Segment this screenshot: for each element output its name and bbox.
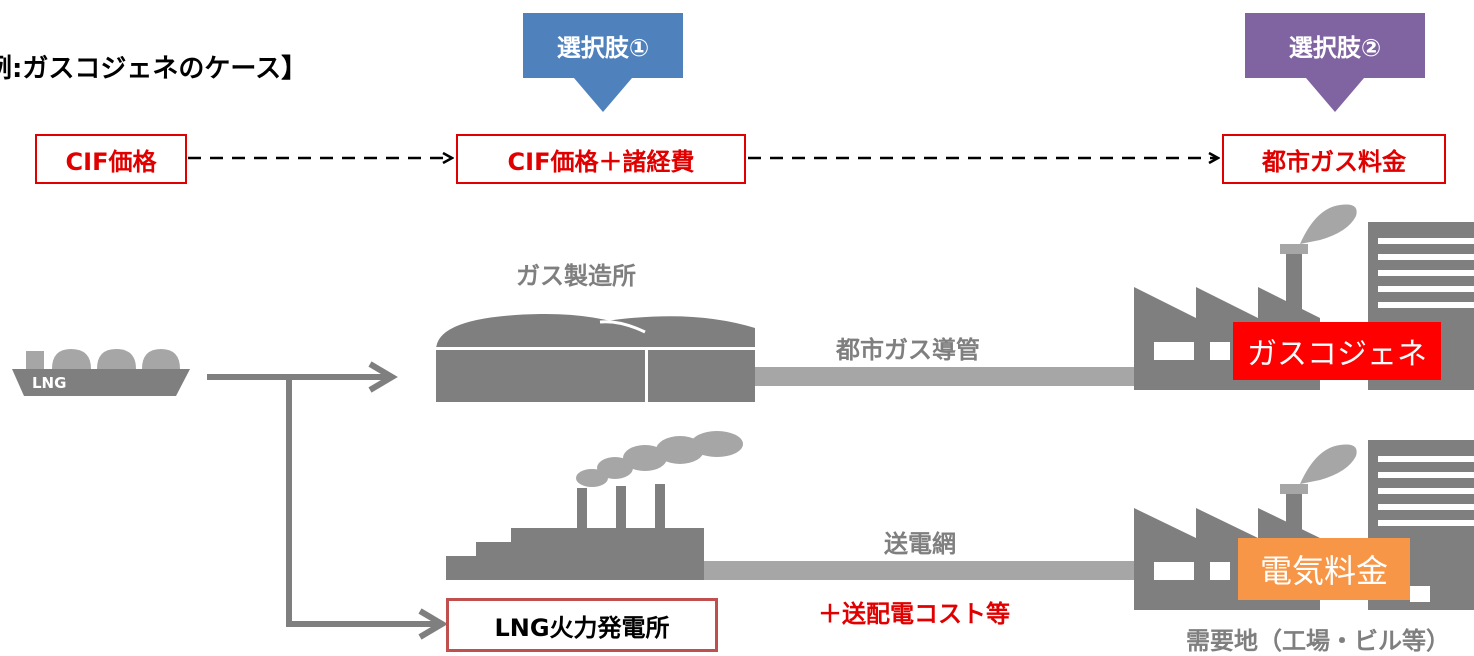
electricity-rate-label: 電気料金 xyxy=(1259,552,1388,590)
choice-1-arrow-icon xyxy=(574,78,632,112)
lng-distribution-arrows xyxy=(207,361,448,640)
power-plant-box: LNG火力発電所 xyxy=(446,598,718,652)
city-gas-rate-box: 都市ガス料金 xyxy=(1222,134,1446,184)
gas-plant-label: ガス製造所 xyxy=(516,262,636,290)
city-gas-pipeline xyxy=(755,367,1140,386)
cogeneration-label: ガスコジェネ xyxy=(1247,337,1427,372)
choice-1-label: 選択肢① xyxy=(523,13,683,78)
pipeline-label: 都市ガス導管 xyxy=(836,336,980,364)
lng-ship-icon xyxy=(12,349,190,396)
cogeneration-badge: ガスコジェネ xyxy=(1233,322,1441,380)
gas-plant-icon xyxy=(436,313,755,402)
lng-ship-label: LNG xyxy=(32,374,67,392)
cif-price-box: CIF価格 xyxy=(35,134,187,184)
cif-plus-costs-box: CIF価格＋諸経費 xyxy=(456,134,746,184)
choice-2-label: 選択肢② xyxy=(1245,13,1425,78)
power-plant-icon xyxy=(446,431,743,580)
demand-site-label: 需要地（工場・ビル等） xyxy=(1186,627,1450,655)
power-grid-line xyxy=(700,561,1140,580)
transmission-cost-label: ＋送配電コスト等 xyxy=(818,600,1010,628)
grid-label: 送電網 xyxy=(884,530,956,558)
power-plant-label: LNG火力発電所 xyxy=(494,613,670,642)
electricity-rate-badge: 電気料金 xyxy=(1238,538,1410,600)
case-heading: 例:ガスコジェネのケース】 xyxy=(0,54,308,84)
choice-2-arrow-icon xyxy=(1306,78,1364,112)
